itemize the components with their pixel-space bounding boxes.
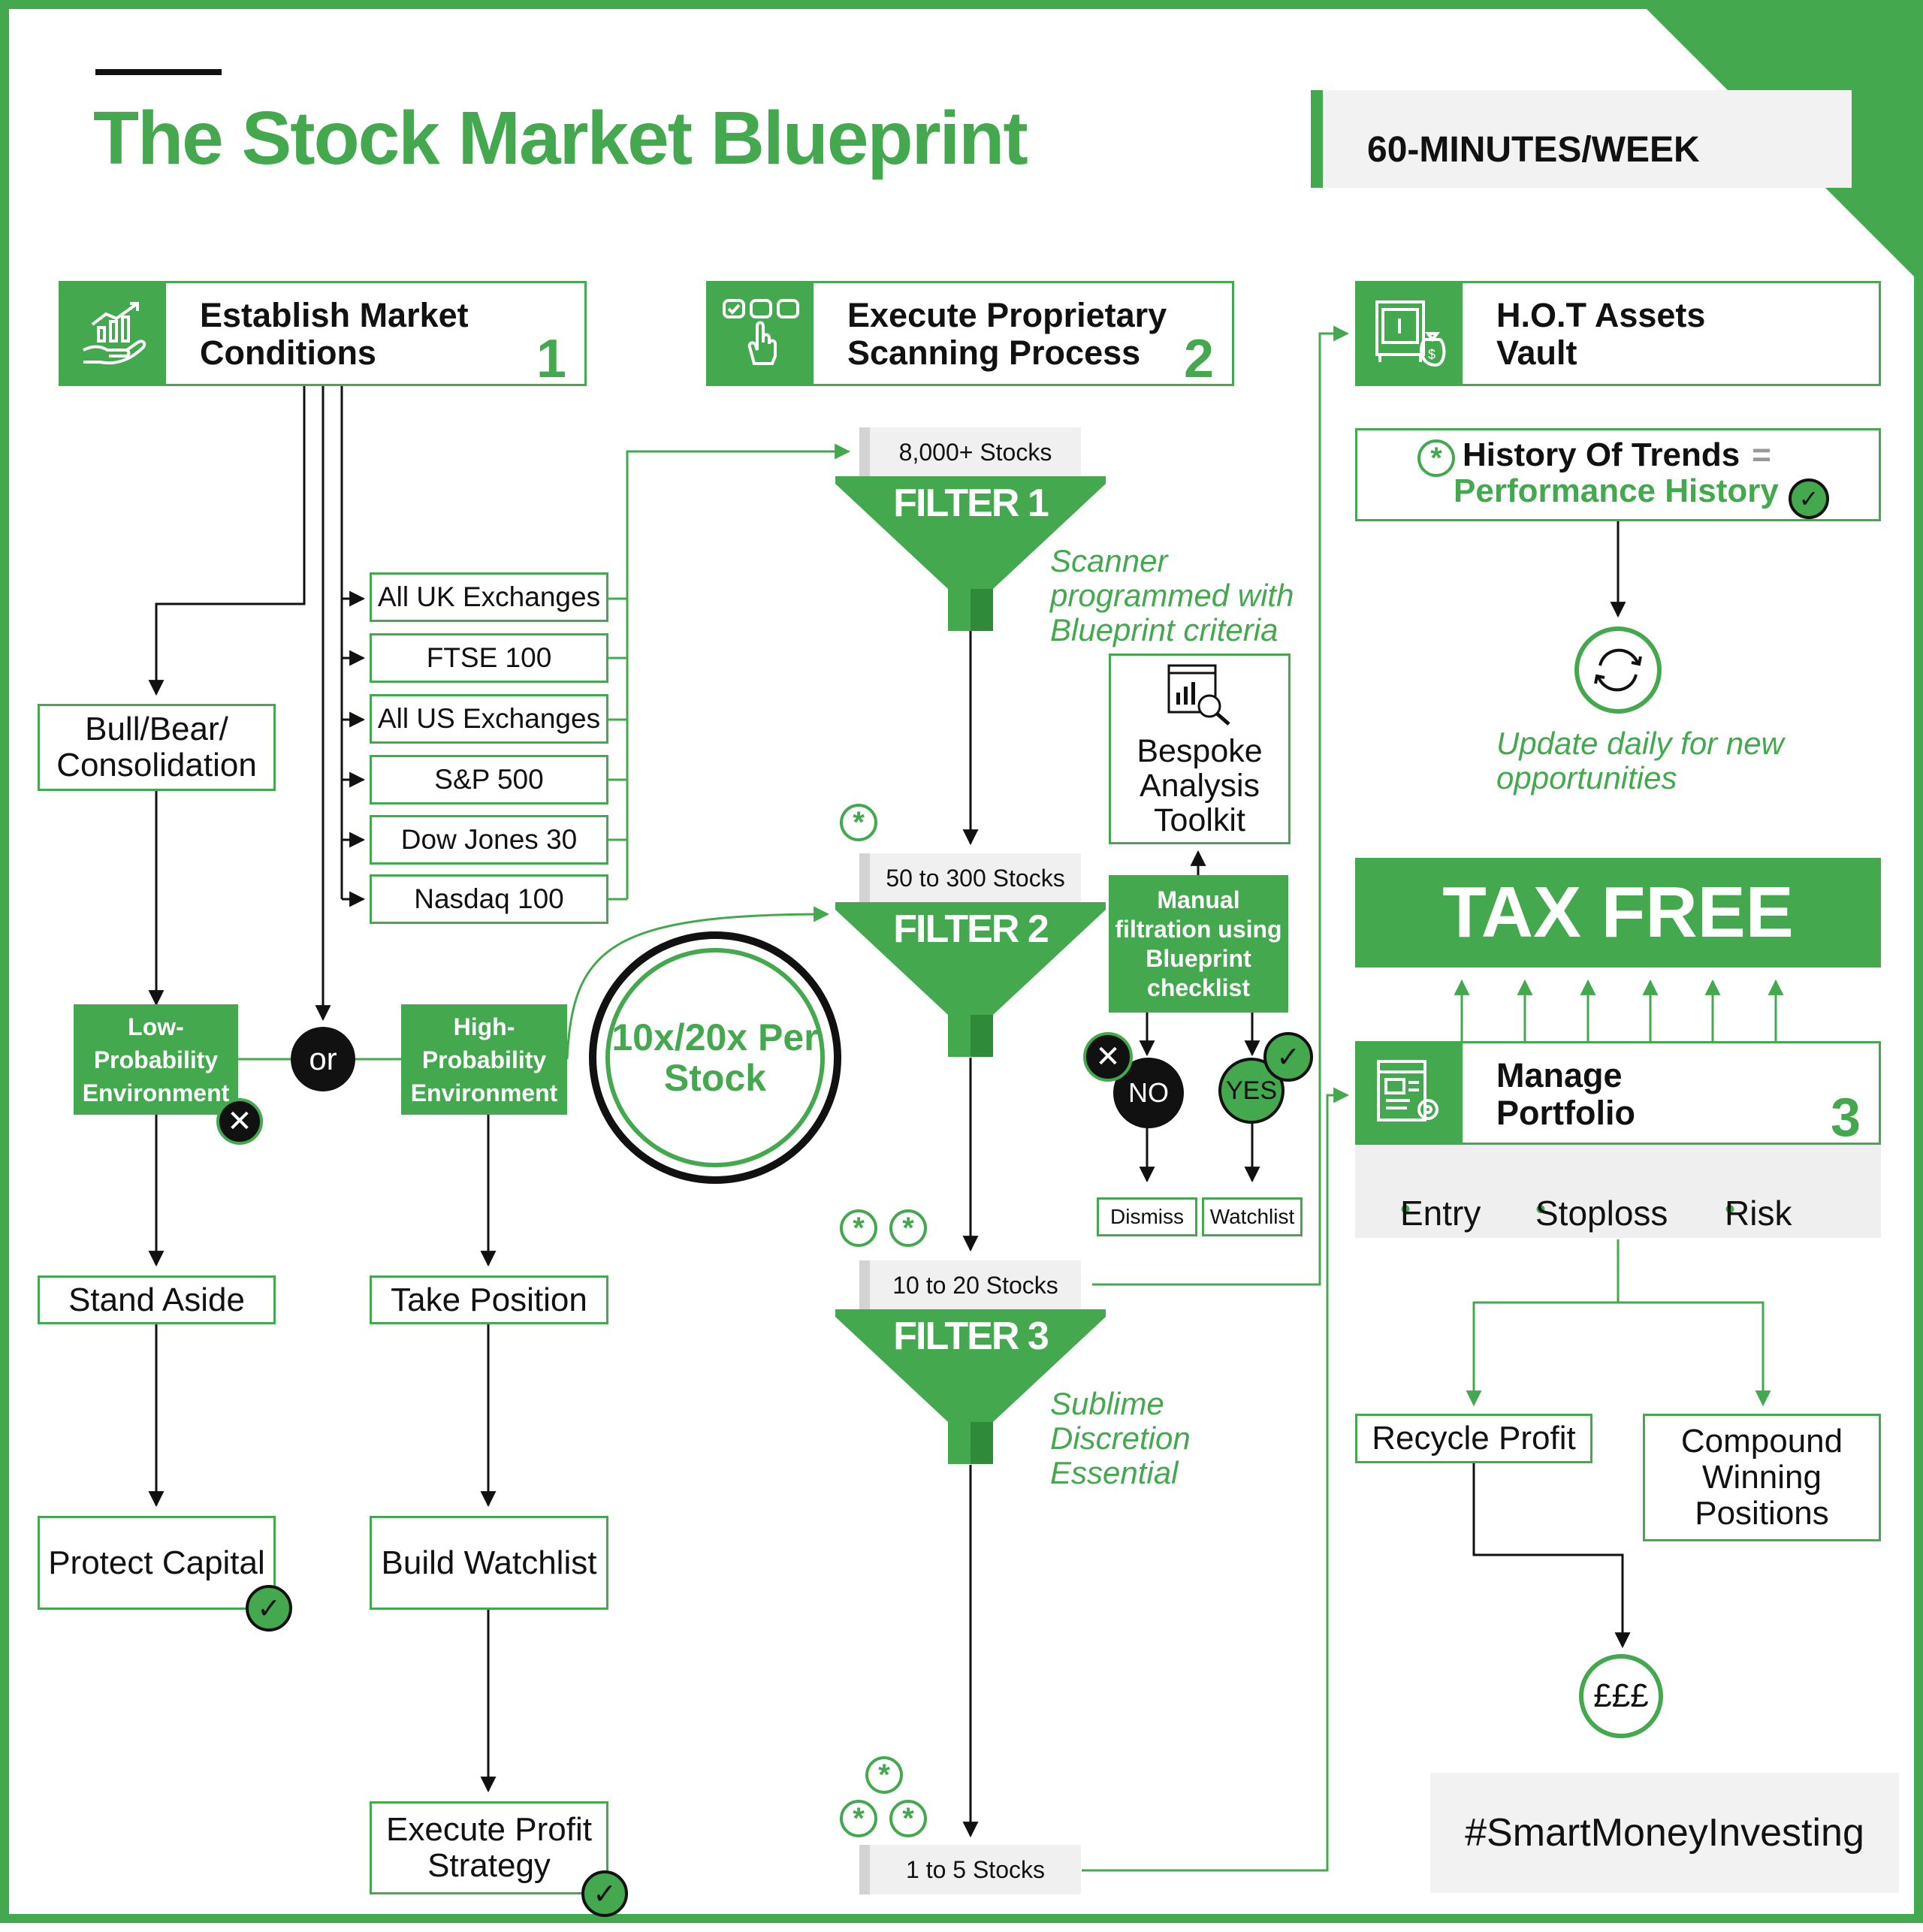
refresh-icon bbox=[1574, 626, 1662, 714]
tax-free-banner: TAX FREE bbox=[1355, 858, 1881, 968]
asterisk-icon: * bbox=[1417, 439, 1455, 477]
toolkit-label: Bespoke Analysis Toolkit bbox=[1137, 733, 1263, 838]
performance-history: Performance History bbox=[1454, 472, 1779, 509]
high-probability-environment: High- Probability Environment bbox=[401, 1004, 567, 1115]
asterisk-icon: * bbox=[865, 1756, 903, 1794]
recycle-profit-box: Recycle Profit bbox=[1355, 1414, 1592, 1463]
cross-icon: ✕ bbox=[1083, 1032, 1133, 1082]
or-connector: or bbox=[291, 1027, 355, 1091]
equals-sign: = bbox=[1752, 436, 1771, 473]
low-probability-environment: Low- Probability Environment bbox=[74, 1004, 238, 1115]
exchange-item: All US Exchanges bbox=[370, 694, 608, 744]
step-number: 2 bbox=[1183, 329, 1214, 389]
step3-title-line2: Vault bbox=[1496, 334, 1577, 372]
step2-title-line2: Scanning Process bbox=[847, 334, 1141, 372]
title-underline bbox=[95, 69, 222, 75]
history-title-line: History Of Trends = bbox=[1463, 436, 1771, 474]
filter3-label: FILTER 3 bbox=[893, 1315, 1049, 1358]
analysis-chart-icon bbox=[1167, 664, 1230, 726]
exchange-item: S&P 500 bbox=[370, 755, 608, 804]
market-condition-box: Bull/Bear/ Consolidation bbox=[38, 704, 276, 791]
history-title: History Of Trends bbox=[1463, 436, 1740, 473]
exchange-item: All UK Exchanges bbox=[370, 572, 608, 622]
funnel-1 bbox=[835, 476, 1106, 631]
update-daily-note: Update daily for new opportunities bbox=[1496, 726, 1784, 795]
filter3-count: 10 to 20 Stocks bbox=[859, 1260, 1081, 1310]
filter2-count: 50 to 300 Stocks bbox=[859, 853, 1081, 903]
dismiss-box: Dismiss bbox=[1097, 1197, 1197, 1236]
hand-growth-chart-icon bbox=[61, 283, 166, 384]
stand-aside-box: Stand Aside bbox=[38, 1275, 276, 1324]
exchange-item: Dow Jones 30 bbox=[370, 815, 608, 865]
exchange-item: Nasdaq 100 bbox=[370, 874, 608, 924]
bespoke-toolkit-box: Bespoke Analysis Toolkit bbox=[1109, 654, 1291, 844]
portfolio-settings-icon bbox=[1357, 1043, 1463, 1143]
portfolio-factors: •Entry •Stoploss •Risk bbox=[1355, 1145, 1881, 1238]
step1-title-line2: Conditions bbox=[200, 334, 376, 372]
manual-filtration-box: Manual filtration using Blueprint checkl… bbox=[1109, 875, 1288, 1013]
asterisk-icon: * bbox=[840, 1209, 877, 1247]
page-title: The Stock Market Blueprint bbox=[93, 96, 1028, 180]
asterisk-icon: * bbox=[889, 1209, 927, 1247]
protect-capital-box: Protect Capital bbox=[38, 1516, 276, 1610]
check-icon: ✓ bbox=[246, 1585, 292, 1632]
discretion-note: Sublime Discretion Essential bbox=[1050, 1386, 1191, 1490]
touch-screen-icon bbox=[708, 283, 814, 384]
connector-lines bbox=[148, 325, 1784, 1872]
svg-text:$: $ bbox=[1428, 347, 1435, 362]
multiplier-text: 10x/20x Per Stock bbox=[605, 948, 825, 1167]
step-number: 1 bbox=[536, 329, 566, 389]
step4-title-line1: Manage bbox=[1496, 1056, 1623, 1094]
multiplier-badge: 10x/20x Per Stock bbox=[589, 931, 841, 1184]
filter1-label: FILTER 1 bbox=[893, 481, 1049, 525]
time-badge-panel bbox=[1311, 90, 1852, 188]
history-of-trends-box: * History Of Trends = Performance History… bbox=[1355, 428, 1881, 521]
funnel-2 bbox=[835, 902, 1106, 1057]
build-watchlist-box: Build Watchlist bbox=[370, 1516, 608, 1610]
execute-profit-strategy-box: Execute Profit Strategy bbox=[370, 1801, 608, 1894]
take-position-box: Take Position bbox=[370, 1275, 608, 1324]
vault-money-icon: $ bbox=[1357, 283, 1463, 384]
asterisk-icon: * bbox=[840, 804, 877, 841]
cross-icon: ✕ bbox=[216, 1098, 263, 1145]
watchlist-box: Watchlist bbox=[1202, 1197, 1303, 1236]
step1-title-line1: Establish Market bbox=[200, 296, 469, 334]
pounds-badge: £££ bbox=[1579, 1654, 1663, 1738]
stoploss-label: Stoploss bbox=[1535, 1194, 1668, 1233]
check-icon: ✓ bbox=[1263, 1032, 1313, 1082]
step3-title-line1: H.O.T Assets bbox=[1496, 296, 1706, 334]
time-badge: 60-MINUTES/WEEK bbox=[1367, 130, 1700, 170]
compound-winning-box: Compound Winning Positions bbox=[1643, 1414, 1881, 1541]
risk-label: Risk bbox=[1725, 1194, 1792, 1233]
scanner-note: Scanner programmed with Blueprint criter… bbox=[1050, 543, 1294, 648]
asterisk-icon: * bbox=[840, 1800, 877, 1837]
step2-title-line1: Execute Proprietary bbox=[847, 296, 1167, 334]
filter2-label: FILTER 2 bbox=[893, 907, 1049, 951]
check-icon: ✓ bbox=[581, 1870, 628, 1917]
funnel-3 bbox=[835, 1309, 1106, 1464]
asterisk-icon: * bbox=[889, 1800, 927, 1837]
step-number: 3 bbox=[1830, 1088, 1861, 1148]
final-count: 1 to 5 Stocks bbox=[859, 1845, 1081, 1894]
check-icon: ✓ bbox=[1789, 478, 1829, 519]
entry-label: Entry bbox=[1400, 1194, 1481, 1233]
hashtag-label: #SmartMoneyInvesting bbox=[1430, 1773, 1899, 1893]
step4-title-line2: Portfolio bbox=[1496, 1094, 1635, 1132]
exchange-item: FTSE 100 bbox=[370, 633, 608, 683]
filter1-count: 8,000+ Stocks bbox=[859, 427, 1081, 477]
